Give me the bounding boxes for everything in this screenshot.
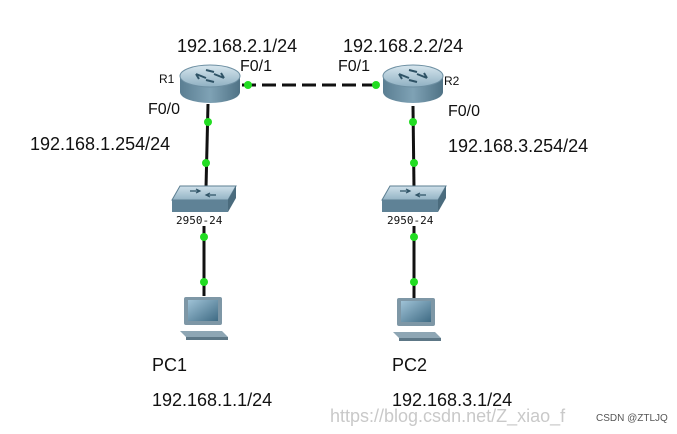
r1-wan-ip-label: 192.168.2.1/24 [177,36,298,56]
pc1-ip-label: 192.168.1.1/24 [152,390,273,410]
link-r1-s1 [204,103,210,189]
s2-model-label: 2950-24 [387,214,434,227]
switch-s1-icon[interactable] [171,185,237,212]
link-up-dot [200,278,208,286]
watermark-url: https://blog.csdn.net/Z_xiao_f [330,406,566,426]
r2-wan-port-label: F0/1 [338,58,371,75]
r1-name-label: R1 [159,72,175,86]
pc1-icon[interactable] [180,297,228,340]
router-r1-icon[interactable] [179,64,241,103]
link-up-dot [202,159,210,167]
r2-lan-port-label: F0/0 [448,103,481,120]
r1-lan-port-label: F0/0 [148,101,181,118]
link-up-dot [244,81,252,89]
link-up-dot [200,233,208,241]
s1-model-label: 2950-24 [176,214,223,227]
r2-name-label: R2 [444,74,460,88]
link-up-dot [410,233,418,241]
r2-lan-ip-label: 192.168.3.254/24 [448,136,589,156]
r1-lan-ip-label: 192.168.1.254/24 [30,134,171,154]
pc2-name-label: PC2 [392,355,428,375]
pc2-icon[interactable] [393,298,441,341]
router-r2-icon[interactable] [382,64,444,103]
watermark-credit: CSDN @ZTLJQ [596,413,668,424]
link-up-dot [410,159,418,167]
link-up-dot [410,278,418,286]
pc1-name-label: PC1 [152,355,188,375]
link-up-dot [204,118,212,126]
pc2-ip-label: 192.168.3.1/24 [392,390,513,410]
switch-s2-icon[interactable] [381,185,447,212]
r2-wan-ip-label: 192.168.2.2/24 [343,36,464,56]
link-up-dot [409,118,417,126]
link-up-dot [372,81,380,89]
r1-wan-port-label: F0/1 [240,58,273,75]
